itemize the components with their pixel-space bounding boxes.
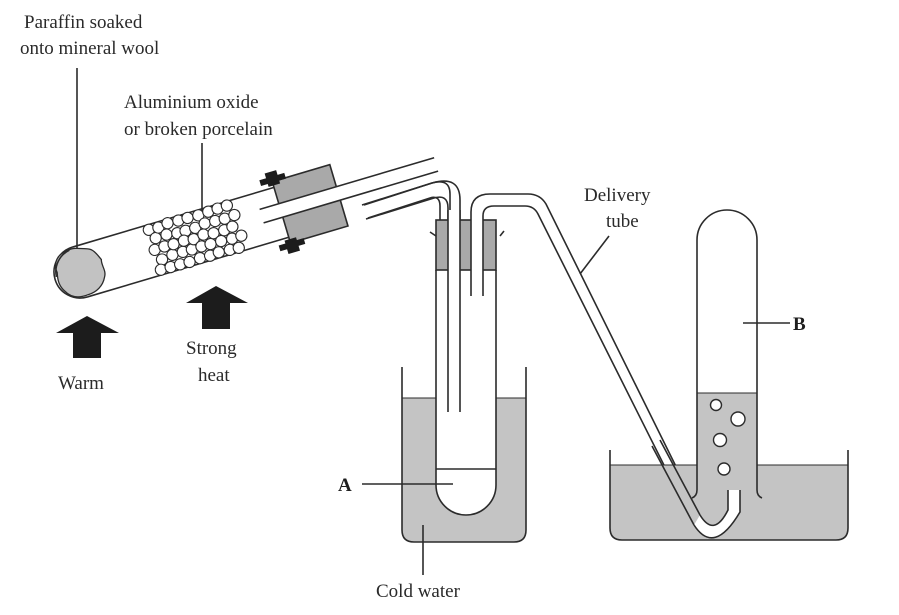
clamp-bottom-bar	[278, 238, 306, 252]
inlet-tube-wall-b	[365, 196, 449, 412]
collection-tube-outline	[435, 270, 497, 516]
outlet-tube-inner	[482, 205, 525, 296]
gas-bubble	[712, 432, 728, 448]
cold-water-label: Cold water	[376, 581, 461, 602]
warm-arrow-icon	[56, 316, 119, 358]
catalyst-bead	[220, 199, 234, 212]
strong-heat-arrow-icon	[186, 286, 248, 329]
exit-tube	[259, 156, 439, 224]
catalyst-bead	[232, 241, 245, 254]
strong-heat-label-line1: Strong	[186, 338, 237, 359]
catalyst-bead	[235, 229, 248, 242]
exit-tube-fill	[259, 158, 437, 223]
trough-outline	[609, 450, 849, 541]
up-arrow-icon	[56, 316, 119, 358]
gas-bubble	[717, 462, 731, 476]
delivery-tube-tip-inner	[693, 490, 741, 539]
outlet-tube-outer	[470, 193, 528, 296]
warm-label: Warm	[58, 373, 104, 394]
gas-bubble	[709, 398, 723, 412]
inlet-tube-wall-a	[361, 180, 461, 412]
catalyst-beads	[142, 199, 248, 276]
gas-bubble	[730, 411, 746, 427]
collection-tube	[429, 193, 528, 516]
collection-tube-fill	[436, 270, 496, 515]
boiling-tube	[53, 156, 439, 299]
catalyst-bead	[226, 220, 239, 233]
catalyst-label-line1: Aluminium oxide	[124, 92, 259, 113]
label-a: A	[338, 475, 352, 496]
delivery-tube-label-line2: tube	[606, 211, 639, 232]
outlet-tube-channel	[471, 200, 483, 296]
bung-right-lip	[429, 230, 505, 237]
gas-jar-tube	[691, 209, 763, 499]
paraffin-label-line2: onto mineral wool	[20, 38, 159, 59]
mineral-wool-edge	[55, 249, 70, 278]
catalyst-bead	[228, 208, 241, 222]
delivery-tube-tip-outer	[699, 490, 729, 527]
label-b: B	[793, 314, 806, 335]
inlet-tube	[447, 210, 461, 412]
up-arrow-icon	[186, 286, 248, 329]
test-tube-outline	[696, 209, 758, 490]
strong-heat-label-line2: heat	[198, 365, 230, 386]
delivery-tube-label-line1: Delivery	[584, 185, 651, 206]
delivery-tube-leader	[579, 235, 610, 275]
paraffin-label-line1: Paraffin soaked	[24, 12, 143, 33]
inlet-tube-channel	[448, 210, 460, 410]
clamp-top-bar	[259, 172, 286, 187]
connecting-tube-inner	[367, 196, 441, 412]
beaker-left-outline	[401, 367, 527, 543]
test-tube-rim	[691, 489, 763, 499]
bung-right	[435, 219, 497, 271]
delivery-tube-submerged	[651, 439, 701, 526]
catalyst-label-line2: or broken porcelain	[124, 119, 273, 140]
